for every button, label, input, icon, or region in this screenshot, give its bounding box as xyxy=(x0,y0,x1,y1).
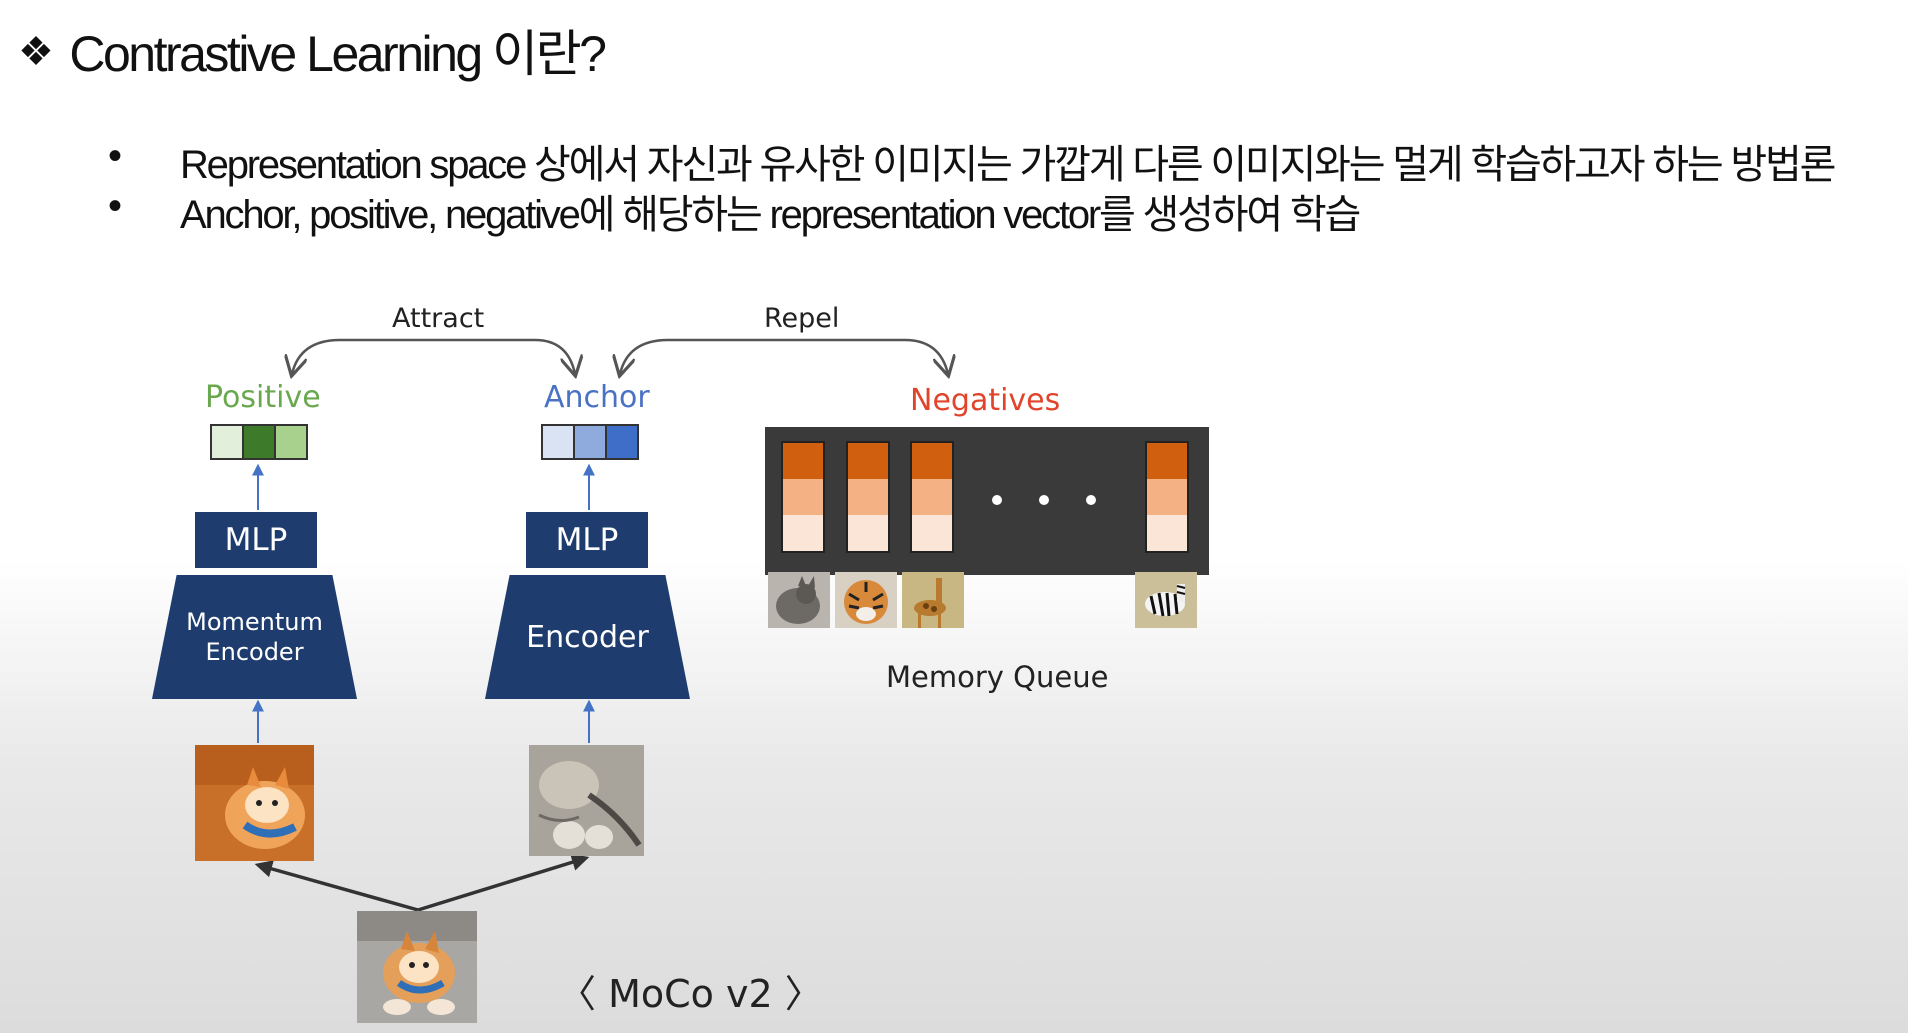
repel-label: Repel xyxy=(764,303,840,334)
zebra-thumbnail xyxy=(1135,572,1197,628)
negative-vector xyxy=(781,441,825,553)
diamond-bullet-icon: ❖ xyxy=(18,30,54,74)
momentum-encoder-block: Momentum Encoder xyxy=(152,575,357,699)
source-to-positive-image-arrow xyxy=(254,860,419,912)
ellipsis-dot xyxy=(1086,495,1096,505)
encoder-label: Encoder xyxy=(526,619,649,655)
moco-v2-caption: 〈 MoCo v2 〉 xyxy=(558,972,823,1016)
bullet-text-1: Representation space 상에서 자신과 유사한 이미지는 가깝… xyxy=(180,143,1836,187)
negative-vector xyxy=(910,441,954,553)
momentum-mlp-block: MLP xyxy=(195,512,317,568)
vector-cell xyxy=(244,426,276,458)
vector-cell xyxy=(212,426,244,458)
source-to-anchor-image-arrow xyxy=(417,853,590,912)
vector-cell xyxy=(575,426,607,458)
slide-title-text: Contrastive Learning 이란? xyxy=(69,26,607,82)
negatives-label: Negatives xyxy=(910,383,1061,418)
momentum-encoder-line2: Encoder xyxy=(205,638,304,666)
attract-arrow xyxy=(292,338,575,374)
attract-label: Attract xyxy=(392,303,485,334)
anchor-mlp-block: MLP xyxy=(526,512,648,568)
tiger-thumbnail xyxy=(835,572,897,628)
positive-label: Positive xyxy=(205,380,321,415)
memory-queue-label: Memory Queue xyxy=(886,660,1109,694)
giraffe-thumbnail xyxy=(902,572,964,628)
slide-title: ❖ Contrastive Learning 이란? xyxy=(18,14,607,86)
memory-queue xyxy=(765,427,1209,575)
vector-cell xyxy=(276,426,306,458)
negative-vector xyxy=(1145,441,1189,553)
anchor-dog-image xyxy=(529,745,644,856)
momentum-encoder-line1: Momentum xyxy=(186,608,323,636)
repel-arrow xyxy=(620,338,948,374)
bullet-text-2: Anchor, positive, negative에 해당하는 represe… xyxy=(180,193,1361,237)
encoder-block: Encoder xyxy=(485,575,690,699)
ellipsis-dot xyxy=(992,495,1002,505)
positive-vector xyxy=(210,424,308,460)
vector-cell xyxy=(607,426,637,458)
anchor-vector xyxy=(541,424,639,460)
source-dog-image xyxy=(357,911,477,1023)
bullet-icon: • xyxy=(108,134,123,178)
positive-dog-image xyxy=(195,745,314,861)
bullet-icon: • xyxy=(108,184,123,228)
cat-thumbnail xyxy=(768,572,830,628)
negative-vector xyxy=(846,441,890,553)
ellipsis-dot xyxy=(1039,495,1049,505)
vector-cell xyxy=(543,426,575,458)
anchor-label: Anchor xyxy=(544,380,650,415)
